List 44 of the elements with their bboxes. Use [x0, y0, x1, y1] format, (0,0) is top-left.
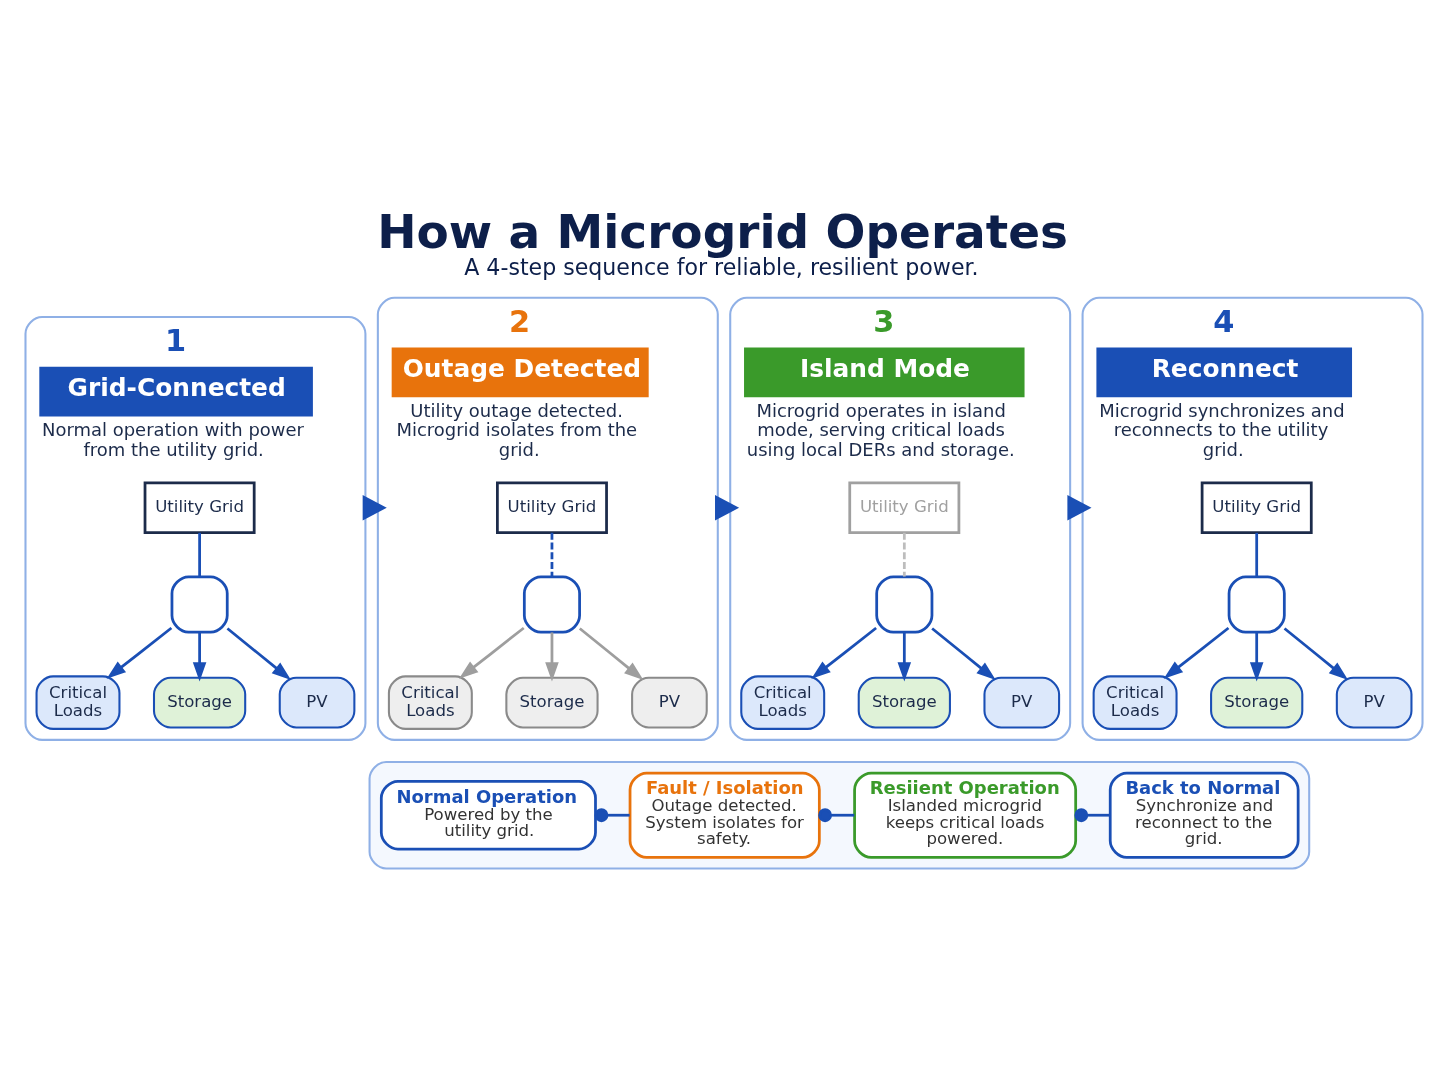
- connector: [1255, 532, 1259, 577]
- arrow: [1283, 627, 1349, 681]
- node-box: Critical Loads: [387, 675, 473, 730]
- node-box: [522, 575, 581, 634]
- arrow: [931, 627, 996, 681]
- arrow: [578, 627, 644, 681]
- connector: [1074, 808, 1110, 823]
- node-box: [170, 575, 229, 634]
- node-box: [875, 575, 934, 634]
- node-box: PV: [631, 676, 708, 729]
- node-box: Storage: [505, 676, 599, 729]
- arrow: [897, 632, 912, 682]
- arrow: [811, 626, 877, 679]
- node-box: Fault / Isolation Outage detected. System isolates for safety.: [628, 771, 821, 859]
- node-box: PV: [278, 676, 356, 729]
- connector: [198, 532, 201, 577]
- arrow: [192, 632, 207, 682]
- node-box: Storage: [857, 676, 951, 729]
- arrow: [226, 627, 291, 681]
- node-box: Critical Loads: [35, 675, 121, 730]
- node-box: PV: [983, 676, 1061, 729]
- node-box: Utility Grid: [496, 481, 608, 534]
- node-box: Storage: [152, 676, 247, 729]
- node-box: Normal Operation Powered by the utility grid.: [379, 780, 597, 851]
- connector: [550, 532, 554, 577]
- node-box: [1227, 575, 1286, 634]
- node-box: Critical Loads: [1092, 675, 1178, 730]
- node-box: Critical Loads: [740, 675, 826, 730]
- cluster: [368, 761, 1311, 870]
- node-box: Storage: [1210, 676, 1304, 729]
- connector: [818, 808, 855, 823]
- node-box: Back to Normal Synchronize and reconnect to the grid.: [1108, 771, 1300, 859]
- arrow: [1249, 632, 1264, 682]
- node-box: Utility Grid: [143, 481, 256, 534]
- node-box: Utility Grid: [848, 481, 961, 534]
- arrow: [106, 626, 173, 679]
- arrow: [459, 626, 525, 679]
- node-box: PV: [1335, 676, 1413, 729]
- connector: [594, 808, 630, 823]
- arrow: [545, 632, 559, 682]
- connector: [902, 532, 906, 577]
- arrow: [1163, 626, 1230, 679]
- node-box: Utility Grid: [1200, 481, 1313, 534]
- node-box: Resiient Operation Islanded microgrid keeps critical loads powered.: [853, 771, 1078, 859]
